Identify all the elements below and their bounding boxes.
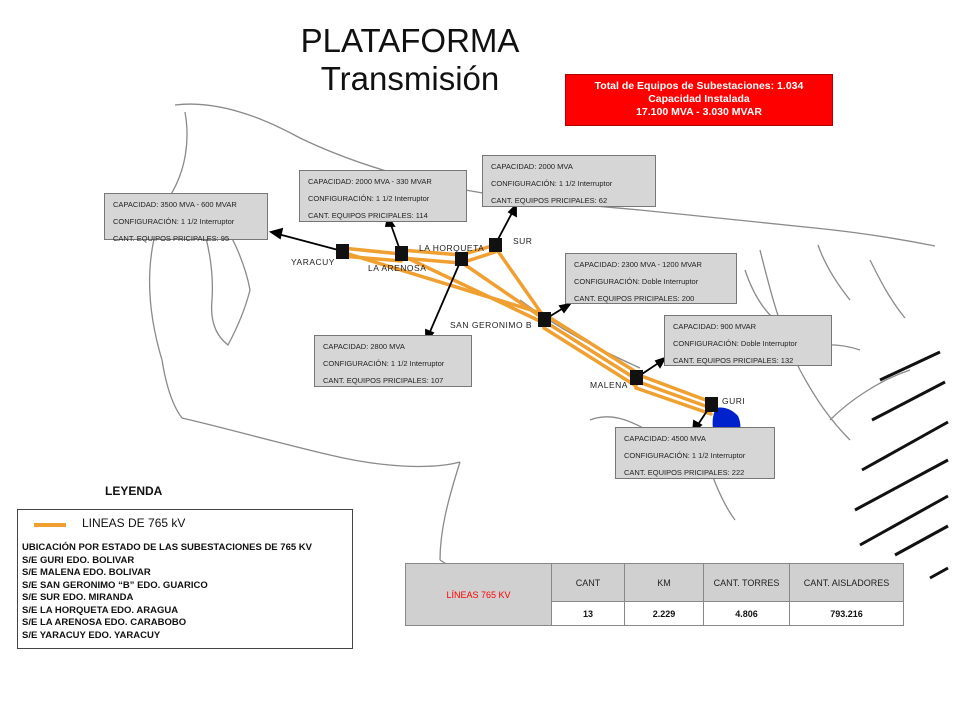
legend-item: S/E MALENA EDO. BOLIVAR xyxy=(22,567,151,578)
info-box-la-horqueta: CAPACIDAD: 2800 MVA CONFIGURACIÓN: 1 1/2… xyxy=(314,335,472,387)
info-box-san-geronimo-b: CAPACIDAD: 2300 MVA - 1200 MVAR CONFIGUR… xyxy=(565,253,737,304)
label-la-horqueta: LA HORQUETA xyxy=(419,243,485,253)
legend-item: S/E LA ARENOSA EDO. CARABOBO xyxy=(22,617,187,628)
capacity-text: CAPACIDAD: 2800 MVA xyxy=(323,342,405,351)
lines-stats-table: LÍNEAS 765 KV CANT KM CANT. TORRES CANT.… xyxy=(405,563,904,626)
configuration-text: CONFIGURACIÓN: 1 1/2 Interruptor xyxy=(308,194,430,203)
equipment-count-text: CANT. EQUIPOS PRICIPALES: 107 xyxy=(323,376,444,385)
totals-box: Total de Equipos de Subestaciones: 1.034… xyxy=(565,74,833,126)
legend-item: S/E LA HORQUETA EDO. ARAGUA xyxy=(22,604,179,616)
equipment-count-text: CANT. EQUIPOS PRICIPALES: 114 xyxy=(308,211,428,220)
table-value-km: 2.229 xyxy=(624,601,704,626)
configuration-text: CONFIGURACIÓN: Doble Interruptor xyxy=(673,339,798,348)
hatch-area xyxy=(854,350,949,580)
equipment-count-text: CANT. EQUIPOS PRICIPALES: 95 xyxy=(113,234,230,243)
page-title: PLATAFORMA Transmisión xyxy=(250,22,570,98)
equipment-count-text: CANT. EQUIPOS PRICIPALES: 132 xyxy=(673,356,794,365)
table-header-aisladores: CANT. AISLADORES xyxy=(789,563,904,602)
substation-sur xyxy=(489,238,502,252)
legend-item: S/E SAN GERONIMO “B” EDO. GUARICO xyxy=(22,579,208,591)
table-header-cant: CANT xyxy=(551,563,625,602)
table-header-torres: CANT. TORRES xyxy=(703,563,790,602)
table-value-aisladores: 793.216 xyxy=(789,601,904,626)
configuration-text: CONFIGURACIÓN: 1 1/2 Interruptor xyxy=(491,179,613,188)
substation-san-geronimo-b xyxy=(538,312,551,327)
equipment-count-text: CANT. EQUIPOS PRICIPALES: 222 xyxy=(624,468,745,477)
info-box-la-arenosa: CAPACIDAD: 2000 MVA - 330 MVAR CONFIGURA… xyxy=(299,170,467,222)
label-malena: MALENA xyxy=(590,380,628,390)
legend-line-label: LINEAS DE 765 kV xyxy=(82,516,186,530)
capacity-text: CAPACIDAD: 900 MVAR xyxy=(673,322,757,331)
info-box-guri: CAPACIDAD: 4500 MVA CONFIGURACIÓN: 1 1/2… xyxy=(615,427,775,479)
label-sur: SUR xyxy=(513,236,533,246)
label-la-arenosa: LA ARENOSA xyxy=(368,263,427,273)
legend-line-swatch xyxy=(34,523,66,527)
table-value-cant: 13 xyxy=(551,601,625,626)
title-line2: Transmisión xyxy=(320,60,500,97)
configuration-text: CONFIGURACIÓN: 1 1/2 Interruptor xyxy=(624,451,746,460)
totals-line2: Capacidad Instalada xyxy=(648,93,750,105)
info-box-sur: CAPACIDAD: 2000 MVA CONFIGURACIÓN: 1 1/2… xyxy=(482,155,656,207)
capacity-text: CAPACIDAD: 4500 MVA xyxy=(624,434,706,443)
configuration-text: CONFIGURACIÓN: Doble Interruptor xyxy=(574,277,699,286)
table-header-km: KM xyxy=(624,563,704,602)
capacity-text: CAPACIDAD: 2000 MVA - 330 MVAR xyxy=(308,177,432,186)
substation-la-arenosa xyxy=(395,246,408,261)
equipment-count-text: CANT. EQUIPOS PRICIPALES: 62 xyxy=(491,196,608,205)
substation-yaracuy xyxy=(336,244,349,259)
label-guri: GURI xyxy=(722,396,746,406)
configuration-text: CONFIGURACIÓN: 1 1/2 Interruptor xyxy=(113,217,235,226)
capacity-text: CAPACIDAD: 3500 MVA - 600 MVAR xyxy=(113,200,237,209)
capacity-text: CAPACIDAD: 2300 MVA - 1200 MVAR xyxy=(574,260,702,269)
totals-line1: Total de Equipos de Subestaciones: 1.034 xyxy=(594,80,804,92)
label-yaracuy: YARACUY xyxy=(291,257,335,267)
substation-guri xyxy=(705,397,718,412)
substation-markers xyxy=(336,238,718,412)
capacity-text: CAPACIDAD: 2000 MVA xyxy=(491,162,573,171)
legend-item: S/E GURI EDO. BOLIVAR xyxy=(22,554,135,566)
legend-title: LEYENDA xyxy=(105,484,163,498)
label-san-geronimo-b: SAN GERONIMO B xyxy=(450,320,533,330)
legend-items: UBICACIÓN POR ESTADO DE LAS SUBESTACIONE… xyxy=(22,542,312,642)
info-box-yaracuy: CAPACIDAD: 3500 MVA - 600 MVAR CONFIGURA… xyxy=(104,193,268,243)
legend-item: S/E SUR EDO. MIRANDA xyxy=(22,592,134,603)
substation-malena xyxy=(630,370,643,385)
table-value-torres: 4.806 xyxy=(703,601,790,626)
table-caption: LÍNEAS 765 KV xyxy=(405,563,552,626)
legend-box: LINEAS DE 765 kV UBICACIÓN POR ESTADO DE… xyxy=(17,509,353,649)
legend-item: UBICACIÓN POR ESTADO DE LAS SUBESTACIONE… xyxy=(22,542,312,553)
configuration-text: CONFIGURACIÓN: 1 1/2 Interruptor xyxy=(323,359,445,368)
legend-item: S/E YARACUY EDO. YARACUY xyxy=(22,629,161,641)
totals-line3: 17.100 MVA - 3.030 MVAR xyxy=(636,106,762,118)
equipment-count-text: CANT. EQUIPOS PRICIPALES: 200 xyxy=(574,294,695,303)
title-line1: PLATAFORMA xyxy=(300,22,520,59)
info-box-malena: CAPACIDAD: 900 MVAR CONFIGURACIÓN: Doble… xyxy=(664,315,832,366)
substation-la-horqueta xyxy=(455,252,468,266)
